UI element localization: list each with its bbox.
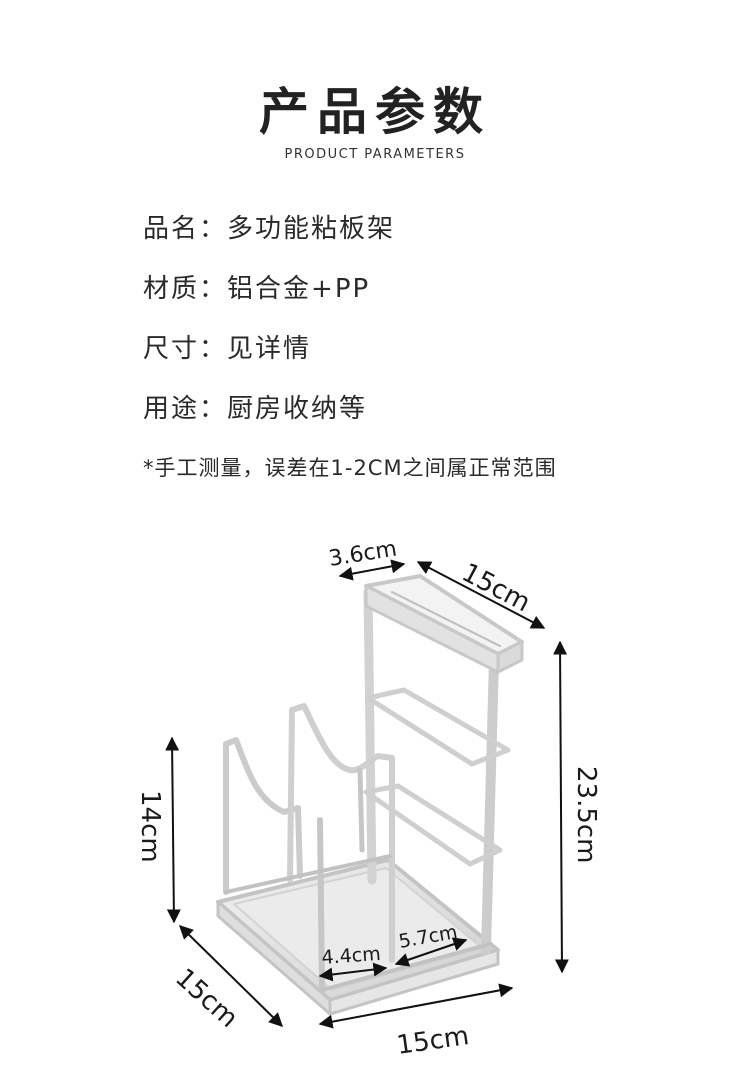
spec-value: 厨房收纳等	[227, 394, 368, 424]
spec-value: 多功能粘板架	[227, 214, 396, 244]
arrow-top-depth	[338, 559, 406, 581]
spec-label: 尺寸	[143, 334, 200, 364]
page-title: 产品参数	[259, 83, 491, 141]
dim-front-height: 14cm	[135, 790, 165, 863]
dim-base-width: 15cm	[395, 1021, 471, 1061]
spec-separator: ：	[199, 394, 228, 424]
dim-base-depth: 15cm	[169, 963, 243, 1034]
spec-list: 品名：多功能粘板架 材质：铝合金+PP 尺寸：见详情 用途：厨房收纳等	[143, 211, 395, 451]
dimension-arrows	[165, 559, 569, 1029]
arrow-total-height	[553, 640, 569, 974]
spec-separator: ：	[199, 334, 228, 364]
page-subtitle: PRODUCT PARAMETERS	[284, 147, 466, 162]
spec-label: 材质	[143, 274, 200, 304]
arrow-base-depth	[179, 925, 283, 1027]
arrow-slot-a	[318, 962, 388, 982]
spec-separator: ：	[199, 274, 228, 304]
spec-label: 用途	[143, 394, 200, 424]
spec-value: 见详情	[227, 334, 312, 364]
dim-slot-a: 4.4cm	[321, 943, 382, 969]
spec-row-usage: 用途：厨房收纳等	[143, 391, 395, 451]
spec-value: 铝合金+PP	[227, 274, 371, 304]
arrow-top-width	[416, 561, 546, 629]
product-dimension-diagram: 3.6cm 15cm 23.5cm 14cm 15cm 15cm 4.4cm 5…	[135, 537, 601, 1061]
arrow-front-height	[165, 736, 181, 924]
spec-separator: ：	[199, 214, 228, 244]
spec-row-material: 材质：铝合金+PP	[143, 271, 395, 331]
spec-row-size: 尺寸：见详情	[143, 331, 395, 391]
spec-label: 品名	[143, 214, 200, 244]
arrow-slot-b	[394, 937, 468, 967]
spec-row-name: 品名：多功能粘板架	[143, 211, 395, 271]
dim-total-height: 23.5cm	[571, 766, 601, 864]
arrow-base-width	[318, 983, 514, 1029]
measurement-note: *手工测量，误差在1-2CM之间属正常范围	[143, 456, 557, 480]
